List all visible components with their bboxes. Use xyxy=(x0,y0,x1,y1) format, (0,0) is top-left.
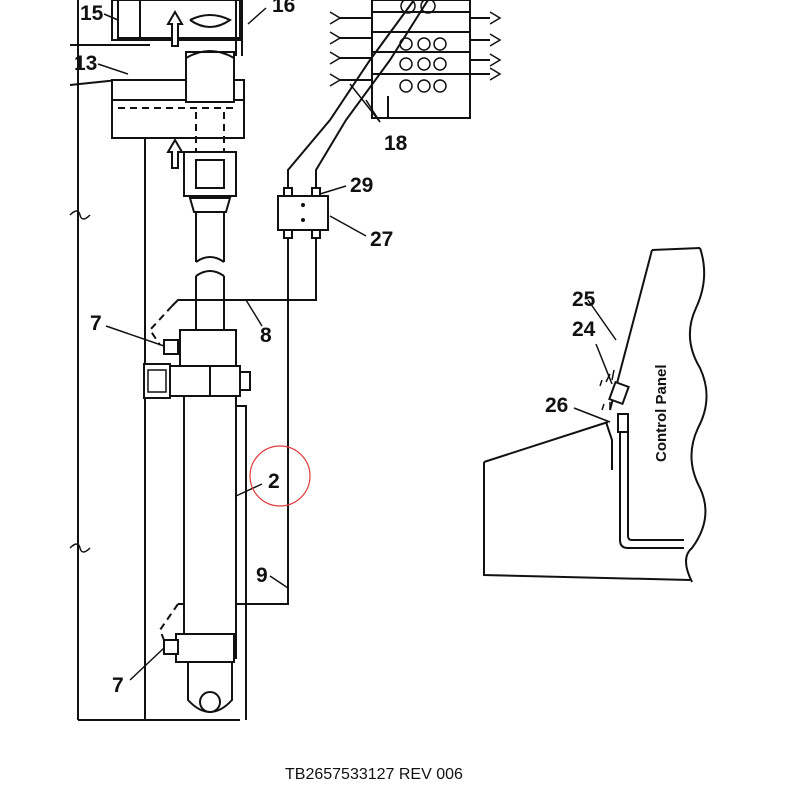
callout-27: 27 xyxy=(370,228,393,251)
top-carriage xyxy=(111,0,245,277)
callout-24: 24 xyxy=(572,318,596,341)
control-valve-bank xyxy=(329,0,502,119)
callout-18: 18 xyxy=(384,132,408,155)
callout-16: 16 xyxy=(272,0,295,17)
hoses-18 xyxy=(287,0,429,195)
control-panel-label: Control Panel xyxy=(653,364,670,462)
control-panel-detail xyxy=(483,247,708,583)
callout-7-bottom: 7 xyxy=(112,674,124,697)
callout-highlight-circle xyxy=(249,445,311,507)
leader-lines xyxy=(97,7,381,681)
callout-25: 25 xyxy=(572,288,596,311)
callout-15: 15 xyxy=(80,2,104,25)
callout-13: 13 xyxy=(74,52,97,75)
callout-29: 29 xyxy=(350,174,373,197)
callout-7-top: 7 xyxy=(90,312,102,335)
up-arrow-icon xyxy=(166,138,184,169)
hydraulic-cylinder-2 xyxy=(143,276,251,720)
control-panel-leaders xyxy=(573,299,617,423)
callout-2: 2 xyxy=(268,470,280,493)
up-arrow-icon xyxy=(166,10,184,47)
callout-9: 9 xyxy=(256,564,268,587)
callout-8: 8 xyxy=(260,324,272,347)
manifold-block-27 xyxy=(277,187,329,239)
document-reference: TB2657533127 REV 006 xyxy=(285,766,463,783)
callout-26: 26 xyxy=(545,394,568,417)
